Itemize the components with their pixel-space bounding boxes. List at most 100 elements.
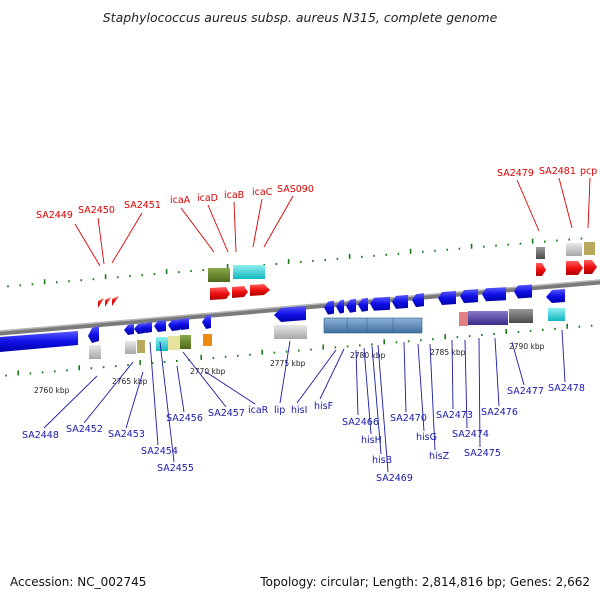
gene-arrow[interactable] (346, 298, 356, 313)
gene-arrow[interactable] (154, 320, 166, 332)
gene-box-purple[interactable] (468, 311, 508, 325)
gene-arrow[interactable] (546, 289, 565, 303)
gene-box-cyan[interactable] (548, 308, 565, 321)
leader-line (180, 207, 215, 253)
gene-arrow[interactable] (124, 324, 134, 335)
gene-arrow[interactable] (142, 322, 152, 333)
leader-line (587, 177, 591, 229)
gene-label[interactable]: SA2448 (22, 430, 59, 441)
kbp-label: 2770 kbp (190, 367, 226, 376)
gene-label[interactable]: SA2452 (66, 424, 103, 435)
gene-label[interactable]: SA2481 (539, 166, 576, 177)
gene-label[interactable]: SA2475 (464, 448, 501, 459)
gene-label[interactable]: SA2451 (124, 200, 161, 211)
gene-arrow[interactable] (105, 297, 111, 307)
gene-box-grey[interactable] (274, 325, 307, 339)
gene-label[interactable]: hisI (291, 405, 307, 416)
gene-label[interactable]: icaB (224, 190, 244, 201)
gene-box-olive[interactable] (180, 335, 191, 349)
gene-arrow[interactable] (210, 287, 230, 300)
gene-arrow[interactable] (536, 263, 546, 276)
gene-arrow[interactable] (370, 296, 390, 311)
gene-label[interactable]: hisG (416, 432, 437, 443)
gene-label[interactable]: SA2473 (436, 410, 473, 421)
gene-arrow[interactable] (514, 284, 532, 299)
gene-box-grey[interactable] (566, 243, 582, 256)
gene-box-orange[interactable] (203, 334, 212, 346)
gene-label[interactable]: SA2469 (376, 473, 413, 484)
gene-label[interactable]: icaC (252, 187, 273, 198)
gene-arrow[interactable] (88, 326, 99, 343)
gene-arrow[interactable] (232, 286, 248, 298)
gene-arrow[interactable] (358, 297, 368, 312)
leader-line (464, 339, 468, 429)
gene-label[interactable]: SA2449 (36, 210, 73, 221)
gene-box-grey[interactable] (125, 341, 136, 354)
gene-label[interactable]: SAS090 (277, 184, 314, 195)
gene-arrow[interactable] (168, 319, 180, 331)
gene-arrow[interactable] (134, 323, 145, 334)
gene-label[interactable]: SA2477 (507, 386, 544, 397)
gene-arrow[interactable] (0, 331, 78, 352)
gene-arrow[interactable] (98, 298, 104, 308)
gene-label[interactable]: SA2454 (141, 446, 178, 457)
gene-arrow[interactable] (324, 300, 334, 315)
leader-line (97, 217, 105, 265)
gene-arrow[interactable] (460, 289, 478, 304)
kbp-label: 2765 kbp (112, 377, 148, 386)
gene-arrow[interactable] (202, 315, 211, 329)
gene-label[interactable]: hisZ (429, 451, 450, 462)
gene-label[interactable]: SA2456 (166, 413, 203, 424)
gene-arrow[interactable] (250, 284, 270, 296)
accession-label: Accession: NC_002745 (10, 575, 147, 589)
gene-label[interactable]: hisB (372, 455, 392, 466)
gene-box-olive[interactable] (208, 268, 230, 282)
leader-line (371, 345, 382, 455)
gene-box-olive[interactable] (584, 242, 595, 255)
gene-label[interactable]: SA2474 (452, 429, 489, 440)
gene-label[interactable]: SA2455 (157, 463, 194, 474)
gene-label[interactable]: SA2479 (497, 168, 534, 179)
gene-label[interactable]: icaA (170, 195, 191, 206)
gene-label[interactable]: SA2470 (390, 413, 427, 424)
gene-box-dark[interactable] (509, 309, 533, 323)
gene-label[interactable]: hisH (361, 435, 382, 446)
gene-arrow[interactable] (392, 294, 408, 309)
gene-label[interactable]: SA2476 (481, 407, 518, 418)
gene-label[interactable]: lip (274, 405, 285, 416)
gene-box-cyan[interactable] (156, 337, 168, 351)
gene-arrow[interactable] (112, 296, 119, 306)
gene-label[interactable]: hisF (314, 401, 333, 412)
gene-arrow[interactable] (566, 261, 583, 275)
leader-line (263, 195, 294, 248)
gene-box-dark[interactable] (536, 247, 545, 259)
gene-arrow[interactable] (438, 290, 456, 305)
leader-line (74, 223, 101, 267)
gene-box-steel[interactable] (323, 317, 423, 334)
gene-box-grey[interactable] (89, 345, 101, 359)
gene-label[interactable]: SA2457 (208, 408, 245, 419)
gene-label[interactable]: SA2450 (78, 205, 115, 216)
leader-line (494, 337, 500, 407)
gene-box-salmon[interactable] (459, 312, 468, 326)
gene-label[interactable]: SA2466 (342, 417, 379, 428)
gene-arrow[interactable] (412, 293, 424, 308)
gene-label[interactable]: pcp (580, 166, 597, 177)
gene-arrow[interactable] (482, 287, 506, 302)
gene-box-olive[interactable] (137, 340, 145, 353)
gene-arrow[interactable] (336, 299, 344, 314)
gene-box-cyan[interactable] (233, 265, 265, 279)
gene-box-beige[interactable] (168, 336, 180, 350)
leader-line (511, 341, 525, 386)
gene-label[interactable]: SA2478 (548, 383, 585, 394)
gene-arrow[interactable] (584, 260, 597, 274)
reverse-tick-row (5, 323, 593, 377)
reverse-strand-genes (0, 284, 565, 359)
gene-label[interactable]: icaD (197, 193, 218, 204)
gene-label[interactable]: icaR (248, 405, 269, 416)
gene-arrow[interactable] (177, 318, 189, 330)
leader-line (159, 341, 175, 463)
gene-arrow[interactable] (274, 306, 306, 322)
gene-label[interactable]: SA2453 (108, 429, 145, 440)
leader-line (377, 344, 389, 473)
